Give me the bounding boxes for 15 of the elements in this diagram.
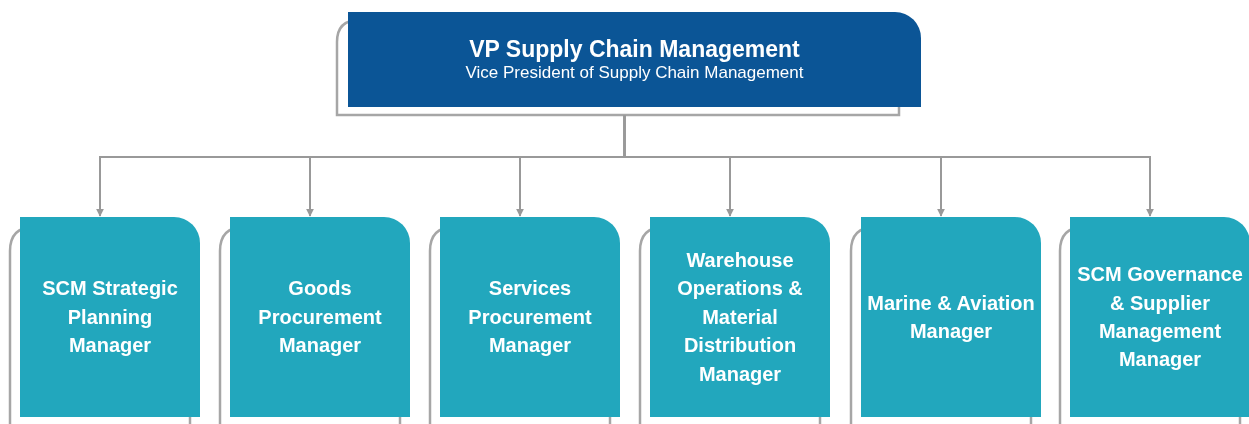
executive-box (348, 12, 921, 107)
manager-box (1070, 217, 1249, 417)
manager-box (861, 217, 1041, 417)
role-text: SCM Governance & Supplier Management Manager (1076, 262, 1244, 373)
role-text: Goods Procurement Manager (257, 276, 383, 359)
role-text: Marine & Aviation Manager (866, 290, 1036, 344)
role-text: Warehouse Operations & Material Distribution Manager (676, 248, 804, 387)
role-text: Services Procurement Manager (467, 276, 593, 359)
manager-box (440, 217, 620, 417)
role-text: SCM Strategic Planning Manager (41, 276, 179, 359)
manager-box (20, 217, 200, 417)
manager-box (650, 217, 830, 417)
subtitle-text: Vice President of Supply Chain Management (465, 62, 804, 83)
manager-box (230, 217, 410, 417)
title-text: VP Supply Chain Management (469, 36, 800, 63)
